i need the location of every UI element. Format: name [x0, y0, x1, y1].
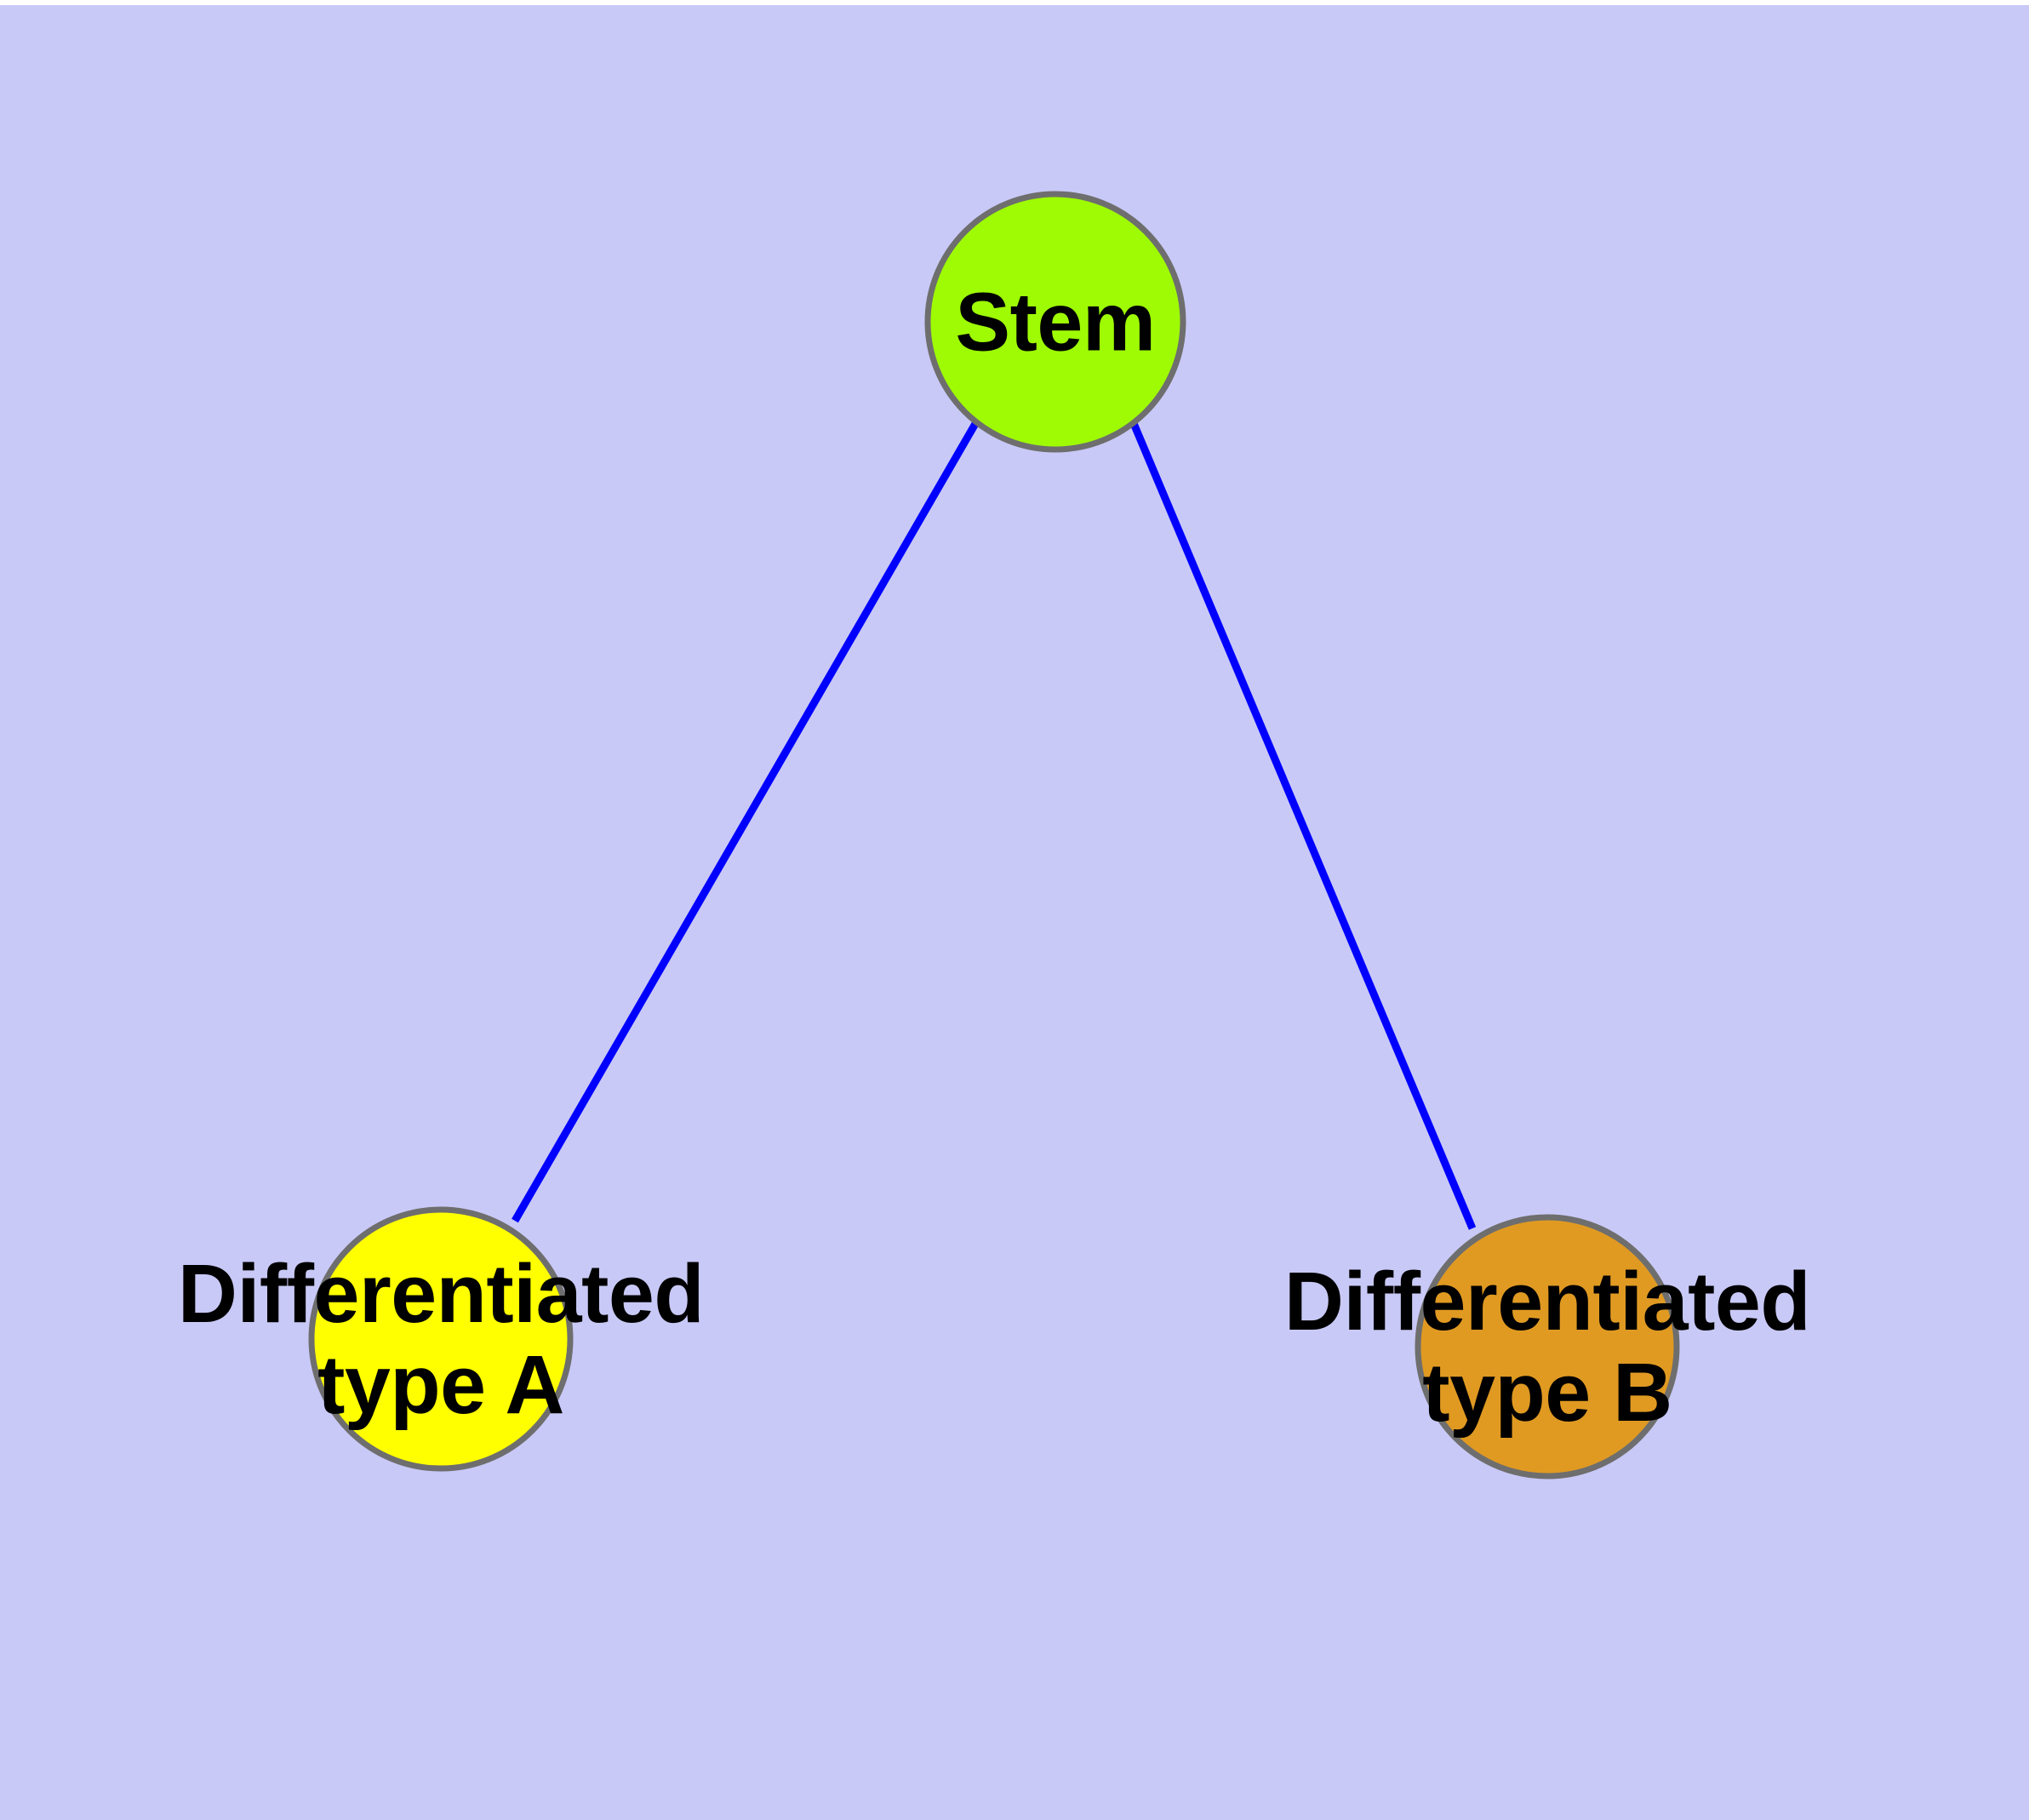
- graph-svg: [308, 191, 1680, 1479]
- edge-stem-to-differentiated-type-b[interactable]: [1129, 420, 1477, 1230]
- node-circle-stem[interactable]: [924, 191, 1186, 453]
- node-layer: [308, 191, 1680, 1479]
- node-circle-differentiated-type-a[interactable]: [308, 1206, 574, 1472]
- node-circle-differentiated-type-b[interactable]: [1415, 1214, 1680, 1479]
- edge-layer: [512, 420, 1477, 1230]
- diagram-plot-area: Stem Differentiated type A Differentiate…: [0, 5, 2029, 1820]
- edge-stem-to-differentiated-type-a[interactable]: [512, 420, 980, 1223]
